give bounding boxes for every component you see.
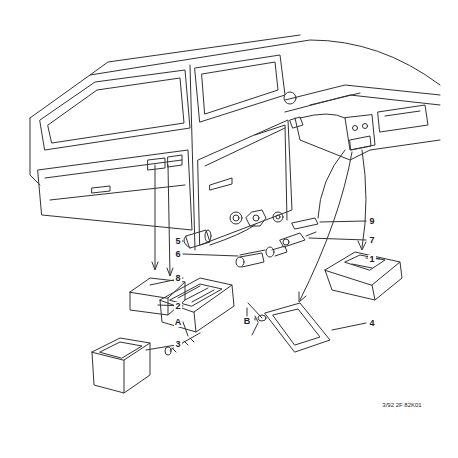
callout-number: 7 bbox=[368, 236, 375, 245]
callout-number: 5 bbox=[174, 237, 181, 246]
callout-number: B bbox=[243, 317, 252, 326]
callout-number: 1 bbox=[368, 255, 375, 264]
callout-number: 4 bbox=[368, 319, 375, 328]
callout-number: 6 bbox=[174, 250, 181, 259]
callout-number: 2 bbox=[174, 302, 181, 311]
callout-number: 3 bbox=[174, 340, 181, 349]
callout-number: 9 bbox=[368, 217, 375, 226]
callout-number: 8 bbox=[174, 274, 181, 283]
callout-number: A bbox=[174, 318, 183, 327]
drawing-reference: 3/92 2F 82K01 bbox=[381, 402, 422, 408]
